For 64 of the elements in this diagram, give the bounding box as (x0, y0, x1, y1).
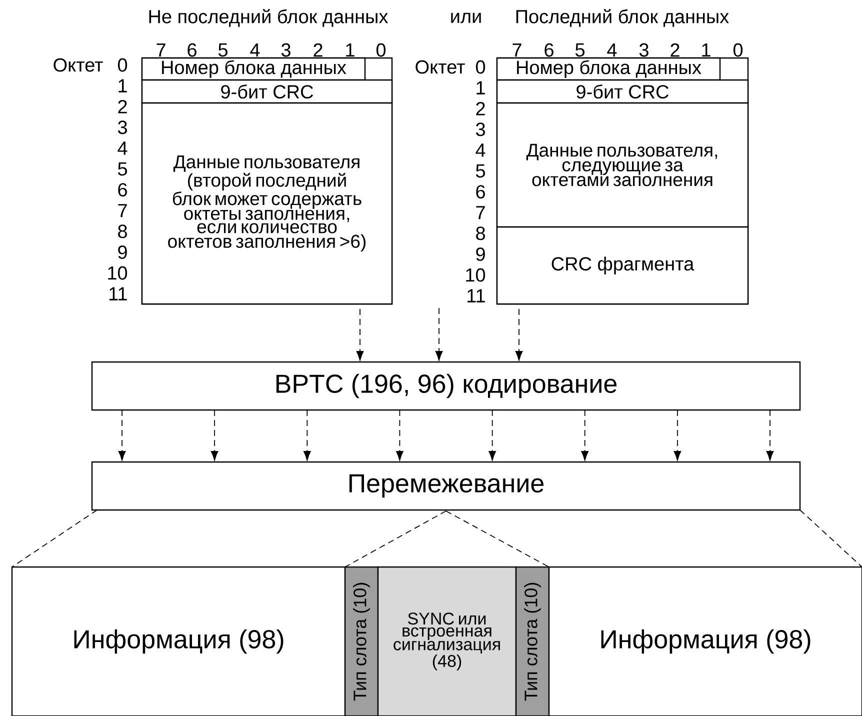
zoom-line (800, 510, 862, 568)
bit-number: 0 (733, 43, 743, 57)
zoom-line (446, 510, 550, 568)
arrow (674, 410, 682, 461)
field-box: Номер блока данных (496, 57, 721, 81)
row-label: Октет (416, 60, 465, 74)
arrow (435, 308, 443, 361)
burst-field: SYNC или встроенная сигнализация (48) (377, 566, 517, 716)
octet-number: 5 (476, 164, 485, 178)
bit-number: 4 (250, 43, 260, 57)
bit-number: 3 (639, 43, 648, 57)
zoom-line (344, 510, 446, 568)
row-label: Октет (54, 58, 103, 72)
arrow (303, 410, 311, 461)
field-row: 9-бит CRC (496, 79, 749, 104)
octet-number: 6 (476, 185, 485, 199)
field-box: Номер блока данных (141, 57, 366, 81)
burst-field: Информация (98) (548, 566, 862, 716)
octet-number: 1 (118, 79, 127, 92)
octet-number: 4 (118, 142, 128, 155)
bit-number: 5 (575, 43, 584, 57)
octet-number: 2 (476, 102, 485, 116)
bit-number: 5 (218, 43, 228, 57)
burst-field: Информация (98) (11, 566, 346, 716)
bit-number: 4 (607, 43, 617, 57)
octet-number: 3 (118, 120, 127, 134)
octet-number: 8 (476, 226, 485, 240)
octet-number: 0 (118, 58, 128, 72)
burst-field: Тип слота (10) (344, 566, 379, 716)
octet-number: 3 (476, 122, 485, 136)
arrow (488, 410, 496, 461)
arrow (210, 410, 218, 461)
process-box: Перемежевание (91, 461, 801, 511)
bit-number: 2 (314, 43, 322, 57)
arrow (118, 410, 126, 461)
header: или (451, 12, 481, 24)
octet-number: 1 (476, 81, 485, 94)
arrow (581, 410, 589, 461)
header: Последний блок данных (516, 9, 729, 27)
bit-number: 6 (188, 43, 196, 57)
zoom-line (12, 510, 98, 568)
bit-number: 2 (670, 43, 680, 57)
data-field: CRC фрагмента (496, 226, 749, 305)
octet-number: 7 (476, 206, 485, 220)
octet-number: 2 (118, 100, 127, 114)
bit-number: 1 (346, 43, 354, 57)
octet-number: 4 (476, 144, 486, 157)
bit-number: 0 (376, 43, 386, 57)
arrow (515, 308, 523, 361)
burst-field: Тип слота (10) (515, 566, 550, 716)
octet-number: 9 (476, 247, 485, 261)
process-box: BPTC (196, 96) кодирование (91, 361, 801, 411)
field-row: 9-бит CRC (141, 79, 393, 104)
bit-number: 1 (702, 43, 710, 57)
header: Не последний блок данных (149, 9, 388, 27)
arrow (766, 410, 774, 461)
octet-number: 10 (466, 268, 486, 282)
bit-number: 7 (156, 43, 166, 57)
bit-number: 7 (512, 43, 522, 57)
bit-number: 6 (544, 43, 554, 57)
arrow (356, 308, 364, 361)
bit-number: 3 (281, 43, 290, 57)
octet-number: 0 (476, 60, 486, 74)
arrow (396, 410, 404, 461)
